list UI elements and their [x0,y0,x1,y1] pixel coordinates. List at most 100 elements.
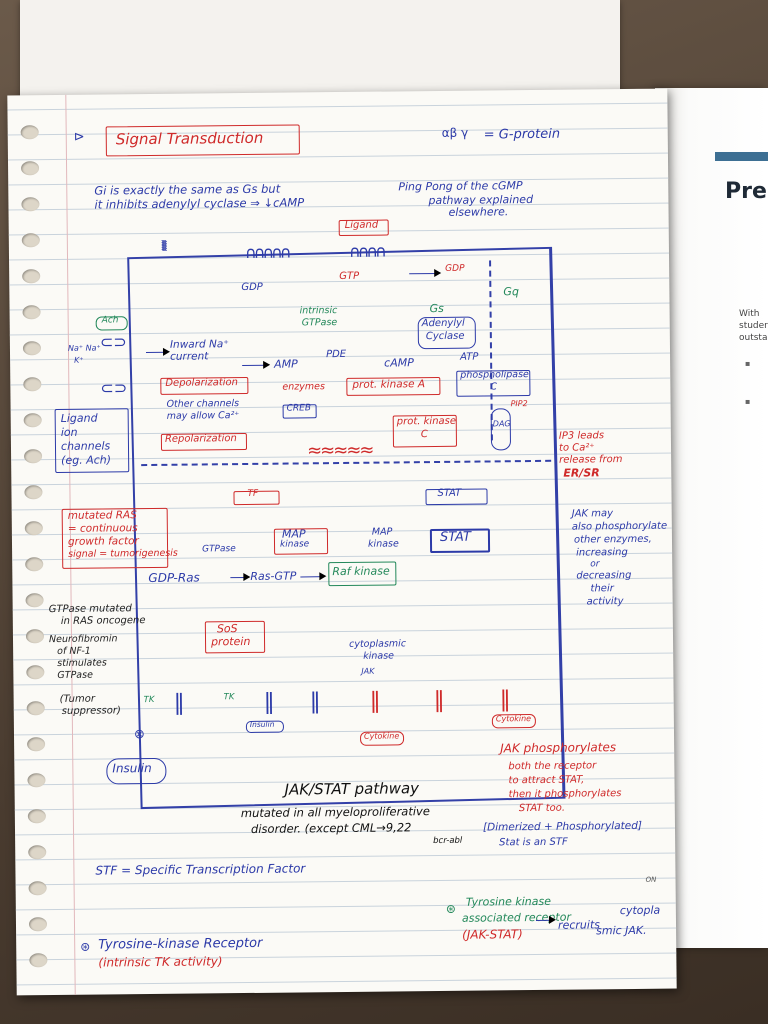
mutated-ras-line-3: growth factor [67,535,139,548]
ligand-ion-line-2: ion [60,425,78,439]
binder-hole [29,953,48,968]
receptor-jak-icon-3: ‖ [499,687,511,713]
ras-gtp-label: Ras-GTP [250,569,297,583]
pingpong-line-1: Ping Pong of the cGMP [398,179,523,194]
recruits-line-2: cytopla [619,903,661,918]
mutated-ras-line-2: = continuous [67,522,138,535]
receptor-jak-icon: ‖ [369,688,381,714]
bullet-glyph: ▪ [745,359,751,368]
binder-hole [25,629,45,644]
tf-label: TF [247,488,259,499]
tk-label-2: TK [223,692,235,703]
atp-label: ATP [460,351,479,363]
cytokine-small-label: Cytokine [363,731,400,741]
gs-label: Gs [429,301,444,316]
recruits-line-1: recruits [557,918,601,932]
dimer-line-1: [Dimerized + Phosphorylated] [482,819,643,834]
inward-line-1: Inward Na⁺ [169,338,229,351]
receptor-tk-icon-3: ‖ [309,689,321,715]
right-page-heading-text: Pre [725,179,767,204]
phospholipase-line-1: phospholipase [460,369,529,381]
ach-label: Ach [101,315,119,326]
insulin-small-label: Insulin [249,719,275,729]
gi-note-line-1: Gi is exactly the same as Gs but [94,181,281,198]
binder-hole [22,269,41,284]
ligand-label: Ligand [344,219,379,231]
gtp-label: GTP [339,270,360,283]
stat-top-label: STAT [437,487,462,499]
binder-hole [24,485,43,500]
na-k-line-1: Na⁺ Na⁺ [67,343,101,353]
arrow [409,272,440,275]
receptor-tk-icon: ‖ [173,690,185,716]
insulin-marker-icon: ⊗ [133,727,145,743]
adenylyl-line-1: Adenylyl [421,317,465,330]
tk-label-1: TK [143,694,155,706]
receptor-bullet-icon: ⊛ [80,939,91,954]
recruits-line-3: smic JAK. [596,923,647,938]
phospholipase-line-2: C [490,381,498,393]
gdp-ras-label: GDP-Ras [148,570,200,586]
neurofibromin-line-2: of NF-1 [57,645,91,657]
receptor-squiggle: ⦚⦚⦚⦚⦚ [160,238,166,255]
right-page-accent-bar [715,152,768,161]
gi-note-line-2: it inhibits adenylyl cyclase ⇒ ↓cAMP [94,195,305,212]
binder-hole [23,413,42,428]
depolarization-label: Depolarization [165,377,239,389]
map-kinase-line-1: MAP [281,527,306,541]
tumor-line-2: suppressor) [61,705,121,717]
inward-line-2: current [169,350,209,363]
raf-kinase-label: Raf kinase [332,564,390,579]
amp-label: AMP [274,357,298,371]
pkc-line-2: C [420,429,428,441]
receptor-tk-icon-2: ‖ [263,689,275,715]
pkc-line-1: prot. kinase [396,415,457,428]
tyr-kinase-rec-line-2: (intrinsic TK activity) [98,954,223,970]
tyr-assoc-line-3: (JAK-STAT) [462,927,523,942]
binder-hole [24,449,43,464]
jak-may-line-2: also phosphorylate [571,520,668,533]
gdp-label: GDP [241,281,263,294]
pingpong-line-3: elsewhere. [448,205,509,219]
insulin-label: Insulin [112,761,152,776]
jak-may-line-4: increasing [576,547,628,559]
repolarization-label: Repolarization [164,433,237,445]
cytoplasmic-line-1: cytoplasmic [349,638,407,650]
binder-hole [22,341,42,356]
binder-hole [20,125,39,140]
adenylyl-line-2: Cyclase [425,330,465,343]
gtpase-label: GTPase [202,544,236,555]
dag-label: DAG [492,419,511,429]
tyr-kinase-rec-line-1: Tyrosine-kinase Receptor [98,935,263,953]
dna-icon: ≈≈≈≈≈ [306,439,373,462]
gtpase-mutated-line-2: in RAS oncogene [60,615,146,627]
arrow [230,576,249,579]
ip3-line-1: IP3 leads [558,430,605,442]
arrow [535,919,554,921]
ip3-line-4: ER/SR [563,466,600,480]
jak-may-line-8: activity [586,596,624,608]
pka-label: prot. kinase A [352,378,426,391]
mutated-ras-line-4: signal = tumorigenesis [68,547,178,560]
both-line-2: to attract STAT, [508,774,585,787]
both-line-4: STAT too. [518,802,566,815]
assoc-bullet-icon: ⊛ [445,901,456,916]
ligand-ion-line-1: Ligand [60,411,98,425]
binder-hole [20,161,40,176]
intrinsic-line-1: intrinsic [299,305,338,317]
ligand-ion-line-3: channels [60,439,111,453]
pde-label: PDE [325,348,347,361]
both-line-1: both the receptor [508,760,597,773]
gpcr-helix: ∩∩∩∩∩ [244,242,289,262]
g-protein-symbol: αβ γ [441,125,469,140]
intrinsic-line-2: GTPase [301,317,338,329]
binder-hole [27,773,46,788]
binder-hole [26,665,45,680]
stat-mid-label: STAT [439,529,471,545]
jak-may-line-3: other enzymes, [573,533,652,546]
receptor-jak-icon-2: ‖ [433,687,445,714]
arrow-glyph: ⊳ [73,129,85,145]
binder-hole [25,593,44,608]
gtpase-mutated-line-1: GTPase mutated [48,603,132,616]
binder-hole [21,197,40,212]
